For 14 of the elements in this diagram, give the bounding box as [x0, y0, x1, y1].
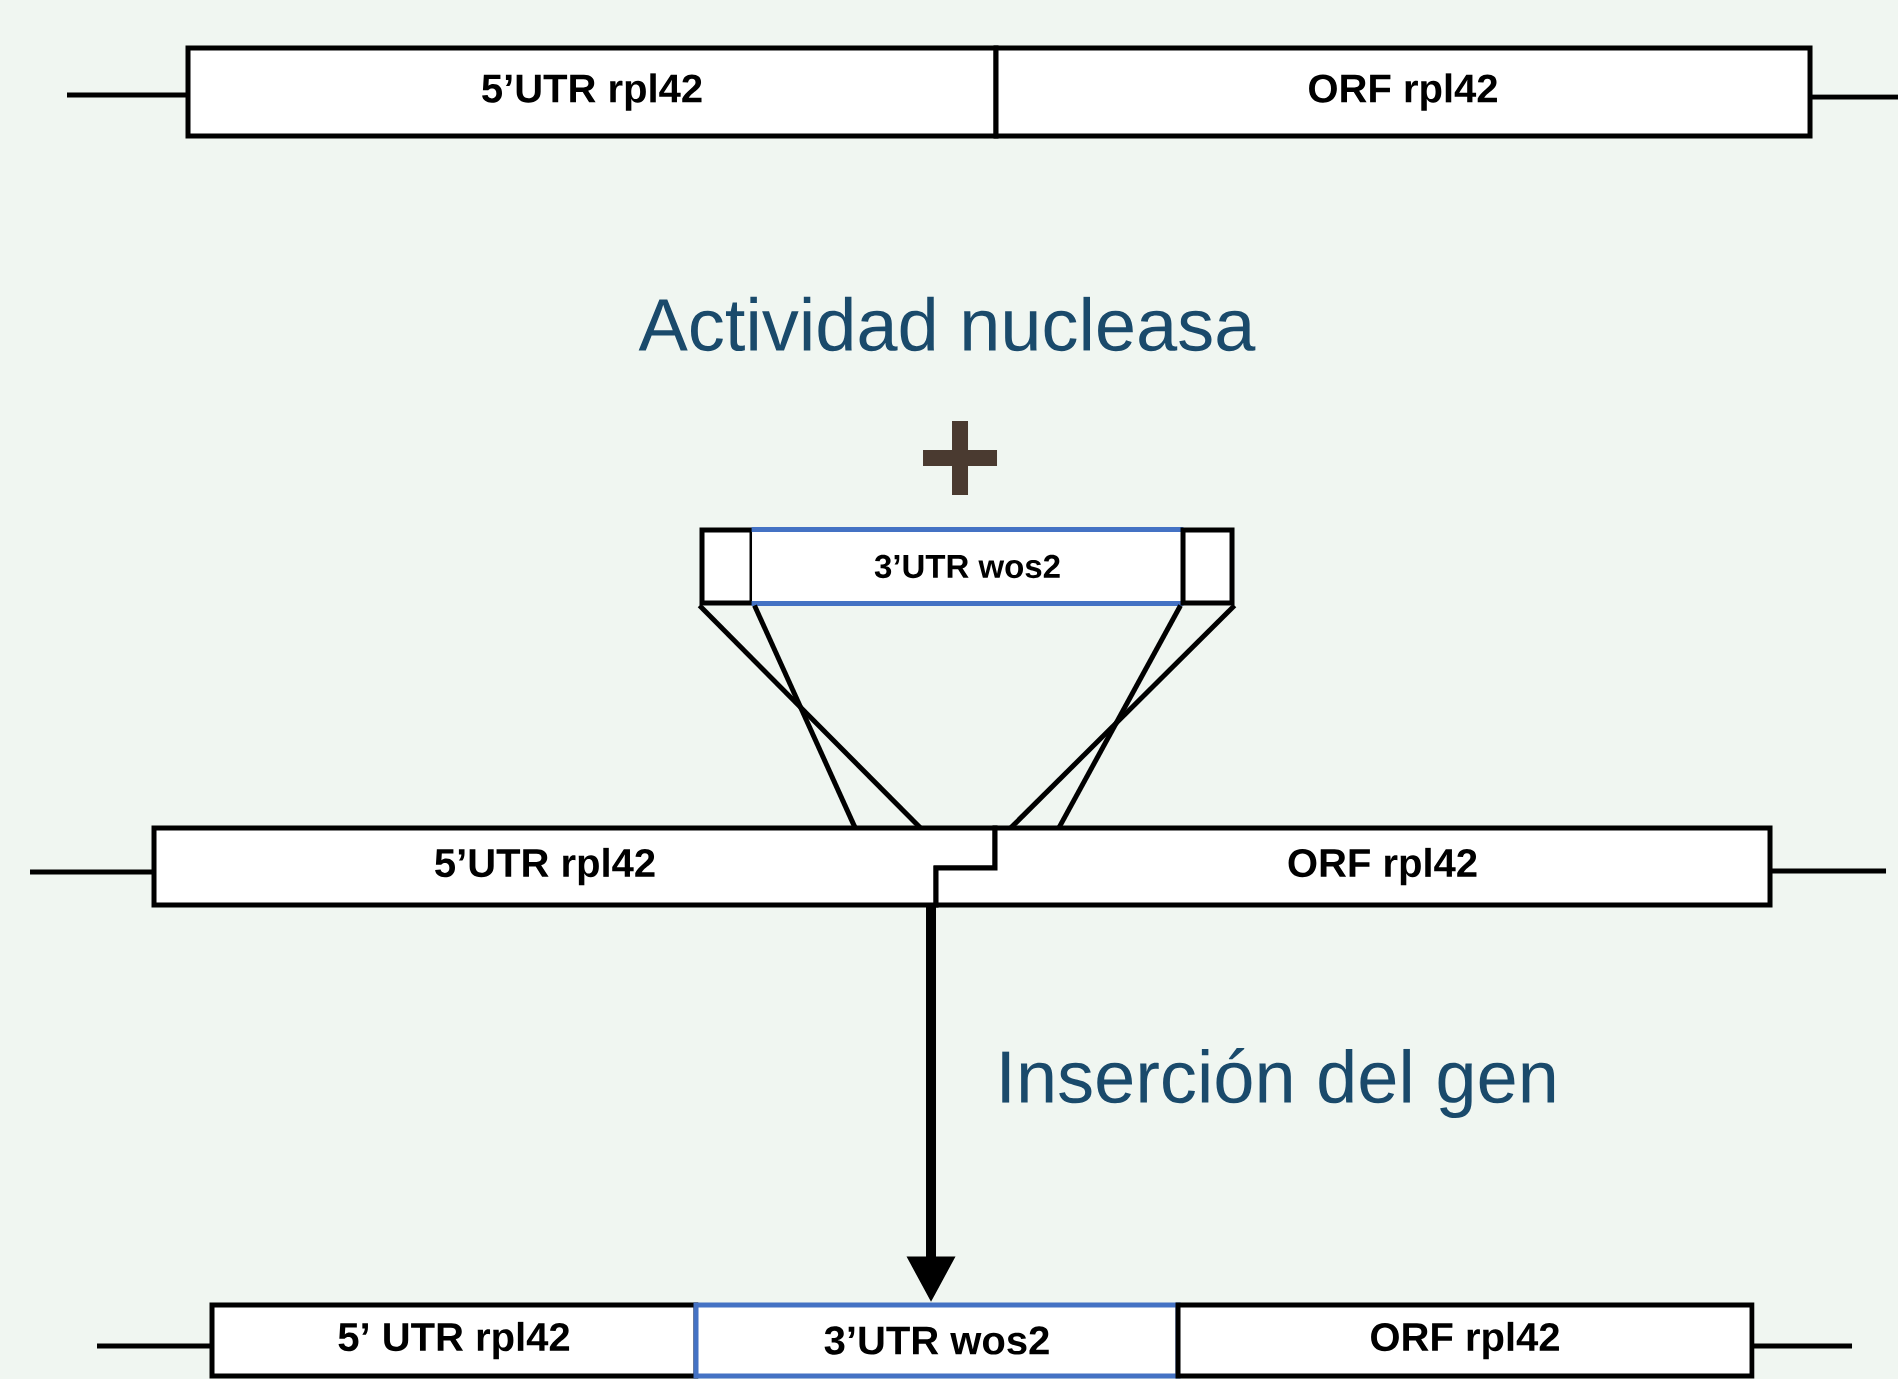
crossover-line [752, 604, 858, 829]
gene-segment: ORF rpl42 [933, 825, 1773, 908]
end-box [1180, 527, 1235, 606]
gene-segment: 5’UTR rpl42 [185, 45, 999, 139]
end-box [699, 527, 755, 606]
edge-label: Inserción del gen [1002, 1048, 1555, 1118]
gene-segment: ORF rpl42 [1175, 1302, 1755, 1379]
heading: Actividad nucleasa [638, 296, 1256, 352]
gene-segment: 3’UTR wos2 [693, 1302, 1181, 1379]
node-label: 3’UTR wos2 [874, 554, 1060, 579]
gene-segment: 5’UTR rpl42 [151, 825, 998, 908]
gene-segment: 5’ UTR rpl42 [209, 1302, 699, 1379]
gene-segment: ORF rpl42 [993, 45, 1813, 139]
crossover-line [1056, 604, 1183, 829]
